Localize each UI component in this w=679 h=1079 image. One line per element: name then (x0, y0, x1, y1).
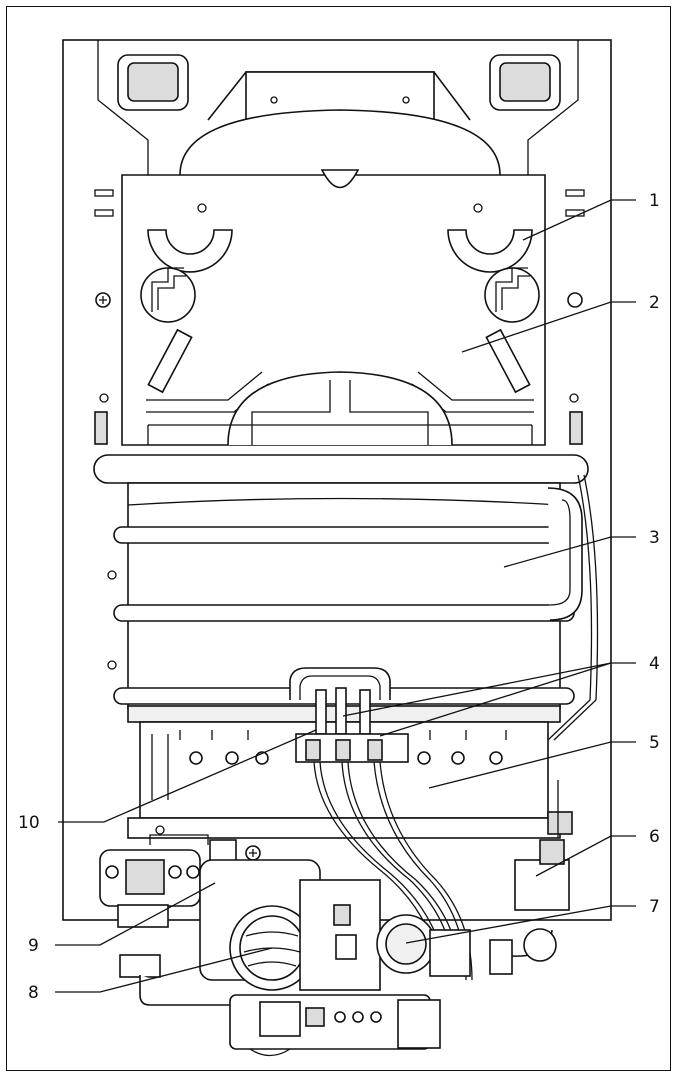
callout-1: 1 (649, 191, 660, 211)
callout-9: 9 (28, 936, 39, 956)
flue-collector (121, 169, 546, 446)
callout-labels: 1 2 3 4 5 6 7 8 9 10 (18, 191, 660, 1003)
callout-7: 7 (649, 897, 660, 917)
leader-lines (55, 199, 636, 993)
draught-hood (179, 71, 501, 176)
callout-2: 2 (649, 293, 660, 313)
callout-10: 10 (18, 813, 40, 833)
burner-assembly (127, 667, 573, 839)
callout-4: 4 (649, 654, 660, 674)
callout-8: 8 (28, 983, 39, 1003)
callout-5: 5 (649, 733, 660, 753)
water-gas-assembly (99, 780, 570, 1057)
callout-3: 3 (649, 528, 660, 548)
figure-frame (6, 6, 671, 1071)
callout-6: 6 (649, 827, 660, 847)
